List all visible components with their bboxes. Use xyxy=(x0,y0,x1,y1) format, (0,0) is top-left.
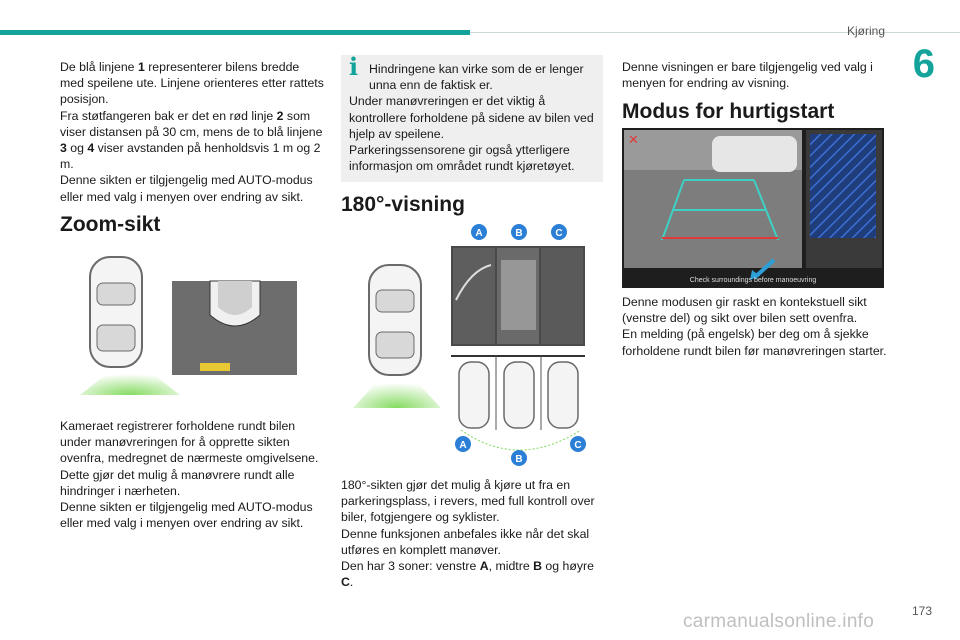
parked-car-icon xyxy=(547,361,579,429)
zone-a-label: A xyxy=(459,440,466,451)
zone-badges-bottom: A B C xyxy=(455,436,586,466)
heading-quickstart: Modus for hurtigstart xyxy=(622,100,835,123)
paragraph-zones: Den har 3 soner: venstre A, midtre B og … xyxy=(341,559,594,590)
zone-b-badge xyxy=(511,450,527,466)
chapter-number: 6 xyxy=(912,42,935,86)
paragraph-blue-lines: De blå linjene 1 representerer bilens br… xyxy=(60,60,324,107)
note-line-3: Parkeringssensorene gir også ytterligere… xyxy=(349,143,575,174)
column-1: De blå linjene 1 representerer bilens br… xyxy=(60,59,325,205)
parked-car-icon xyxy=(503,361,535,429)
header-accent-bar xyxy=(0,30,470,35)
watermark: carmanualsonline.info xyxy=(683,611,875,632)
column-3-bottom: Denne modusen gir raskt en kontekstuell … xyxy=(622,294,887,359)
paragraph-obstacles: Dette gjør det mulig å manøvrere rundt a… xyxy=(60,467,295,498)
column-1-bottom: Kameraet registrerer forholdene rundt bi… xyxy=(60,418,325,531)
screen-message: Check surroundings before manoeuvring xyxy=(690,277,817,284)
info-note: i Hindringene kan virke som de er lenger… xyxy=(341,52,603,183)
paragraph-availability: Denne sikten er tilgjengelig med AUTO-mo… xyxy=(60,173,313,204)
column-2-bottom: 180°-sikten gjør det mulig å kjøre ut fr… xyxy=(341,477,601,590)
zone-a-badge xyxy=(455,436,471,452)
quickstart-screen: ✕ Check surroundings before manoeuvring xyxy=(622,128,884,288)
parking-row-diagram xyxy=(451,355,585,451)
page-number: 173 xyxy=(911,604,932,618)
camera-field-glow xyxy=(80,365,180,395)
paragraph-quickstart-2: En melding (på engelsk) ber deg om å sje… xyxy=(622,327,887,358)
zone-b-label: B xyxy=(515,228,522,239)
view-180-illustration: A B C A B C xyxy=(353,224,586,466)
paragraph-quickstart-1: Denne modusen gir raskt en kontekstuell … xyxy=(622,295,867,326)
column-3-top: Denne visningen er bare tilgjengelig ved… xyxy=(622,59,887,91)
zone-c-label: C xyxy=(555,228,562,239)
zone-a-badge xyxy=(471,224,487,240)
note-line-2: Under manøvreringen er det viktig å kont… xyxy=(349,94,594,141)
camera-field-glow xyxy=(353,372,441,408)
heading-180: 180°-visning xyxy=(341,193,465,216)
zone-b-badge xyxy=(511,224,527,240)
heading-zoom: Zoom-sikt xyxy=(60,213,161,236)
parked-car-icon xyxy=(458,361,490,429)
zone-a-label: A xyxy=(475,228,482,239)
rear-camera-view: ✕ xyxy=(624,130,802,268)
paragraph-red-line: Fra støtfangeren bak er det en rød linje… xyxy=(60,108,323,172)
car-top-view-icon xyxy=(368,264,422,376)
zoom-view-illustration xyxy=(80,256,297,395)
zone-c-badge xyxy=(551,224,567,240)
car-top-view-icon xyxy=(89,256,143,368)
top-down-view xyxy=(806,130,882,268)
zone-badges-top: A B C xyxy=(471,224,567,240)
section-title: Kjøring xyxy=(846,24,885,38)
zone-c-label: C xyxy=(574,440,581,451)
paragraph-availability-2: Denne sikten er tilgjengelig med AUTO-mo… xyxy=(60,500,313,531)
arrow-head-icon xyxy=(750,270,760,280)
paragraph-180-warning: Denne funksjonen anbefales ikke når det … xyxy=(341,526,590,557)
note-line-1: Hindringene kan virke som de er lenger u… xyxy=(369,62,584,93)
paragraph-camera: Kameraet registrerer forholdene rundt bi… xyxy=(60,419,319,466)
info-icon: i xyxy=(349,52,359,81)
header-rule xyxy=(470,32,960,33)
zone-b-label: B xyxy=(515,454,522,465)
camera-180-screen xyxy=(451,246,585,346)
paragraph-180-description: 180°-sikten gjør det mulig å kjøre ut fr… xyxy=(341,478,595,525)
zone-c-badge xyxy=(570,436,586,452)
close-icon: ✕ xyxy=(628,132,639,147)
paragraph-view-availability: Denne visningen er bare tilgjengelig ved… xyxy=(622,60,873,91)
zoom-camera-screen xyxy=(172,280,297,375)
